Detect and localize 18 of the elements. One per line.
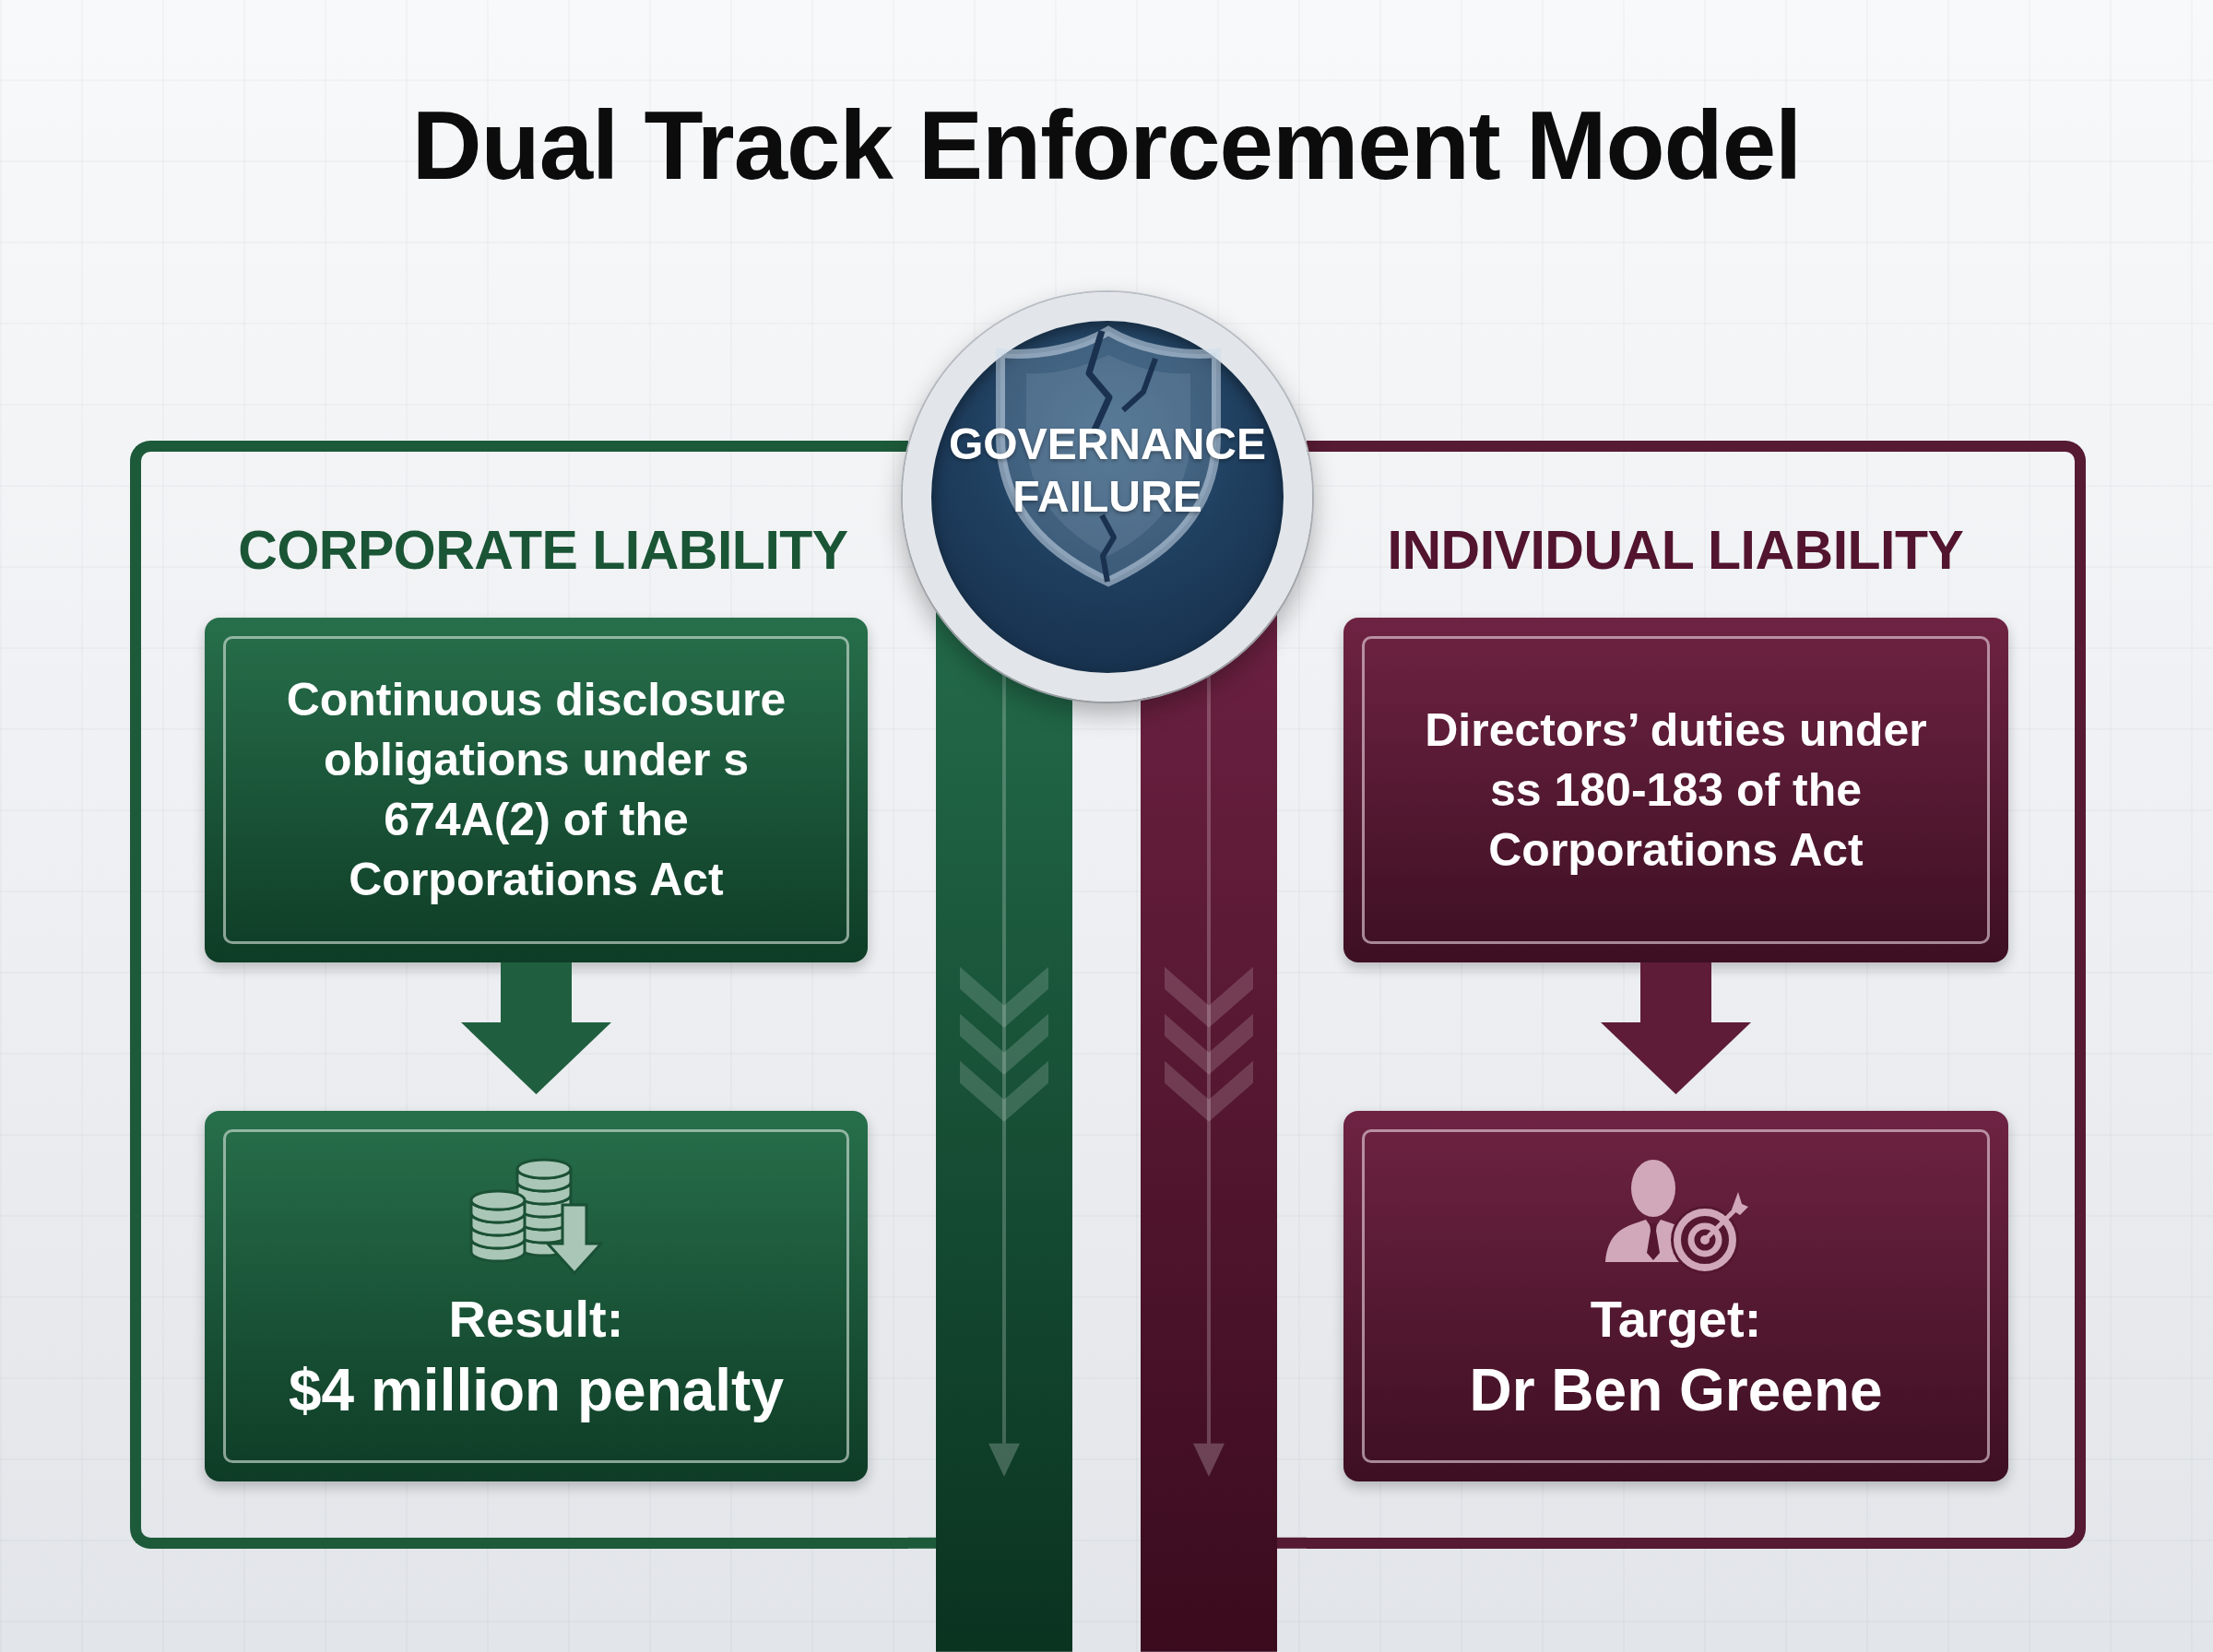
arrow bbox=[1601, 962, 1751, 1094]
badge-label: GOVERNANCE FAILURE bbox=[947, 419, 1267, 523]
outcome-value: $4 million penalty bbox=[289, 1356, 784, 1425]
liability-panel bbox=[1307, 441, 2086, 1549]
outcome-label: Result: bbox=[448, 1290, 624, 1349]
outcome-box bbox=[205, 1111, 868, 1481]
diagram-title: Dual Track Enforcement Model bbox=[411, 92, 1802, 199]
panel-heading: INDIVIDUAL LIABILITY bbox=[1387, 519, 1964, 582]
box-text: Continuous disclosure obligations under s 674A(2) of the Corporations Act bbox=[285, 673, 787, 907]
outcome-box bbox=[1343, 1111, 2008, 1481]
box-text: Directors’ duties under ss 180-183 of the Corporations Act bbox=[1424, 702, 1928, 878]
liability-panel bbox=[130, 441, 908, 1549]
arrow bbox=[461, 962, 611, 1094]
statute-box bbox=[1343, 618, 2008, 962]
statute-box bbox=[205, 618, 868, 962]
panel-heading: CORPORATE LIABILITY bbox=[238, 519, 848, 582]
outcome-value: Dr Ben Greene bbox=[1469, 1356, 1883, 1425]
outcome-label: Target: bbox=[1590, 1290, 1762, 1349]
